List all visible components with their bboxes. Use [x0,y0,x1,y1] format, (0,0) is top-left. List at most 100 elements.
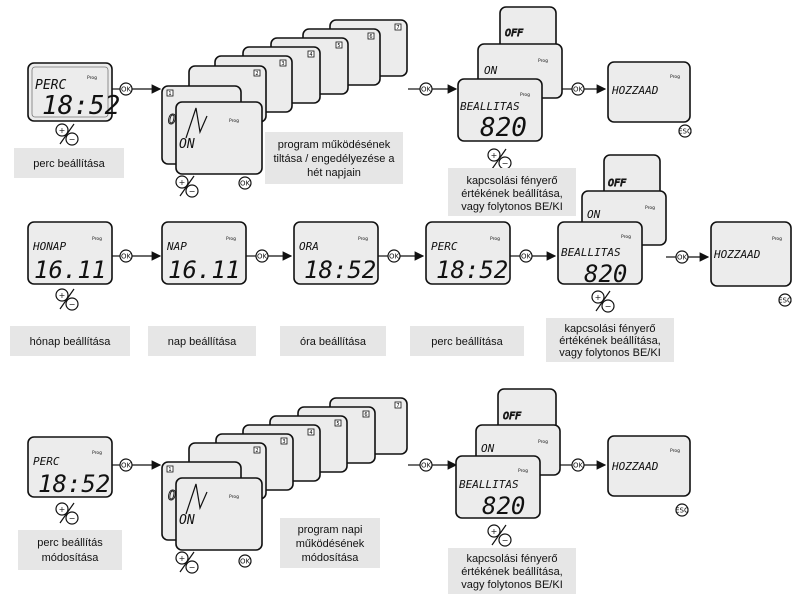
row-1: PERC Prog 18:52 + − perc beállítása OK 7… [14,6,692,216]
caption-line: vagy folytonos BE/KI [461,579,563,591]
lcd-value: 820 [584,260,627,288]
arrow: OK [408,82,458,96]
lcd-value: 820 [482,492,525,520]
prog-indicator: Prog [670,448,680,454]
lcd-label: ORA [299,240,319,253]
prog-indicator: Prog [621,234,631,240]
plus-minus-button[interactable]: + − [487,148,512,170]
plus-minus-button[interactable]: + − [487,524,512,547]
lcd-off: OFF [505,28,524,39]
lcd-label: HOZZAAD [713,248,761,261]
plus-label: + [491,527,498,536]
lcd-time: 18:52 [42,91,120,121]
esc-label: ESC [778,297,792,305]
prog-indicator: Prog [645,205,655,211]
day-number: 3 [282,439,285,445]
lcd-time: 18:52 [38,470,110,498]
ok-label: OK [121,462,132,470]
ok-label: OK [257,253,268,261]
lcd-time: 18:52 [436,256,508,284]
ok-button-icon[interactable]: OK [238,176,252,190]
ok-label: OK [240,180,251,188]
lcd-on: ON [484,64,498,77]
ok-label: OK [240,558,251,566]
plus-minus-button[interactable]: + − [55,123,79,146]
plus-minus-button[interactable]: + − [175,175,199,198]
arrow: OK [562,82,607,96]
lcd-screen-off: OFF [499,6,557,50]
prog-indicator: Prog [92,450,102,456]
caption-line: működésének [296,538,365,550]
esc-button-icon[interactable] [675,503,689,517]
row-2: Prog HONAP 16.11 + − hónap beállítása OK… [10,154,792,362]
caption-line: értékének beállítása, [559,335,661,347]
prog-indicator: Prog [538,439,548,445]
plus-label: + [179,178,186,187]
lcd-on: ON [179,513,195,528]
minus-label: − [189,563,196,572]
lcd-screen-nap: Prog NAP 16.11 [161,221,247,285]
caption-box: kapcsolási fényerő értékének beállítása,… [448,548,576,594]
day-number: 4 [309,430,312,436]
esc-button-icon[interactable] [678,124,692,138]
plus-minus-button[interactable]: + − [175,551,199,574]
ok-label: OK [521,253,532,261]
prog-indicator: Prog [520,92,530,98]
caption-text: hónap beállítása [30,336,112,348]
arrow: OK [112,82,162,96]
lcd-time: 18:52 [304,256,376,284]
row-3: Prog PERC 18:52 + − perc beállítás módos… [18,388,691,594]
lcd-label: HOZZAAD [611,84,659,97]
day-number: 2 [255,448,258,454]
prog-indicator: Prog [670,74,680,80]
lcd-off: OFF [608,178,627,189]
lcd-on: ON [481,442,495,455]
lcd-label: BEALLITAS [459,478,519,491]
day-number: 3 [281,61,284,67]
caption-line: módosítása [42,552,100,564]
caption-box: kapcsolási fényerő értékének beállítása,… [546,318,674,362]
lcd-label: NAP [166,240,187,253]
lcd-screen-perc: Prog PERC 18:52 [27,436,113,498]
arrow: OK [112,458,162,472]
lcd-screen-ora: Prog ORA 18:52 [293,221,379,285]
lcd-label: PERC [33,455,60,468]
day-number: 6 [364,412,367,418]
lcd-label: PERC [431,240,458,253]
caption-line: értékének beállítása, [461,566,563,578]
minus-label: − [502,536,509,545]
plus-label: + [595,293,602,302]
caption-text: perc beállítása [431,336,503,348]
ok-label: OK [573,462,584,470]
lcd-screen-on: Prog ON [175,477,263,551]
plus-label: + [491,151,498,160]
day-number: 2 [255,71,258,77]
esc-label: ESC [675,507,689,515]
plus-minus-button[interactable]: + − [55,502,79,525]
minus-label: − [69,135,76,144]
ok-button-icon[interactable]: OK [238,554,252,568]
plus-minus-button[interactable]: + − [591,290,615,313]
lcd-screen-on: Prog ON [175,101,263,175]
plus-label: + [179,554,186,563]
caption-line: hét napjain [307,167,361,179]
plus-minus-button[interactable]: + − [55,288,79,311]
arrow: OK [112,249,162,263]
caption-box: nap beállítása [148,326,256,356]
lcd-date: 16.11 [34,256,106,284]
lcd-label: HOZZAAD [611,460,659,473]
lcd-screen-hozzaad: Prog HOZZAAD ESC [607,61,692,138]
plus-label: + [59,126,66,135]
caption-box: perc beállítása [14,148,124,178]
minus-label: − [502,159,509,168]
day-number: 5 [336,421,339,427]
caption-box: kapcsolási fényerő értékének beállítása,… [448,168,576,216]
arrow: OK [246,249,293,263]
prog-indicator: Prog [490,236,500,242]
caption-box: óra beállítása [280,326,386,356]
plus-label: + [59,505,66,514]
esc-button-icon[interactable] [778,293,792,307]
